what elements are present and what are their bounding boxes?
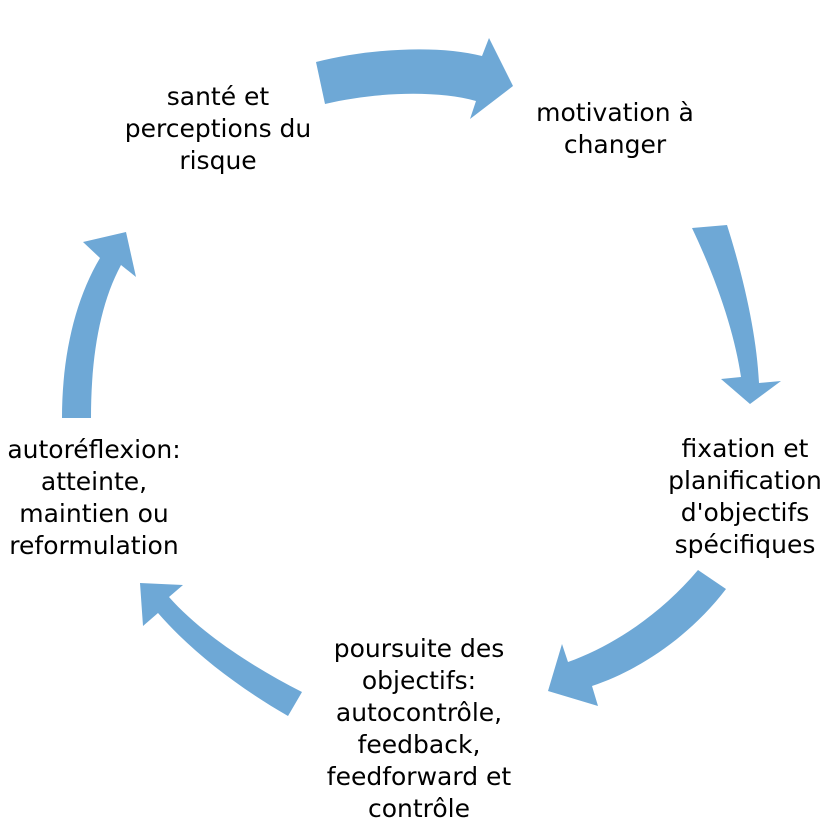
arrow-left-autoreflexion-to-sante [62, 232, 136, 418]
node-label-autoreflexion: autoréflexion: atteinte, maintien ou ref… [7, 435, 181, 560]
arrow-right-motivation-to-fixation [692, 225, 781, 404]
node-label-poursuite-des-objectifs: poursuite des objectifs: autocontrôle, f… [326, 634, 512, 823]
arrow-bottom-right-fixation-to-poursuite [548, 570, 726, 706]
node-label-motivation-a-changer: motivation à changer [536, 98, 694, 159]
arrow-top-sante-to-motivation [316, 38, 513, 119]
arrow-bottom-left-poursuite-to-autoreflexion [140, 583, 302, 716]
node-label-sante-et-perceptions-du-risque: santé et perceptions du risque [124, 82, 312, 175]
node-label-fixation-et-planification-d-objectifs-specifiques: fixation et planification d'objectifs sp… [668, 434, 822, 559]
